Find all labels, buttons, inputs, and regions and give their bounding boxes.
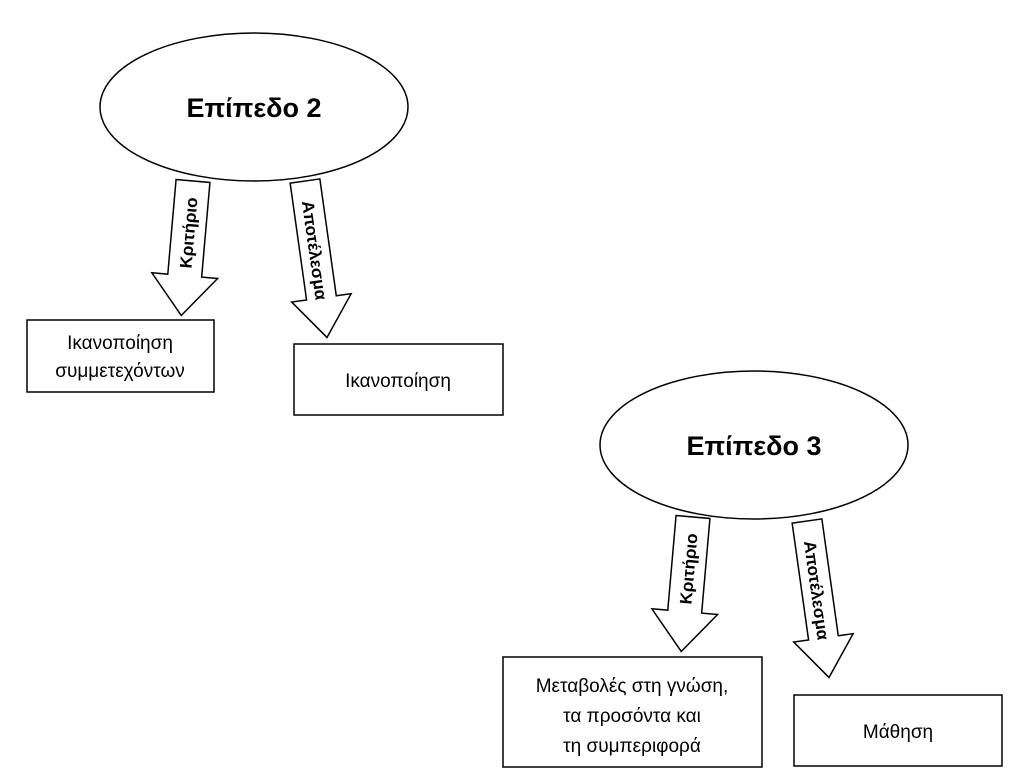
level2-group: Επίπεδο 2 Κριτήριο Αποτέλεσμα Ικανοποίησ…: [26, 32, 504, 416]
level2-criterion-box-line1: Ικανοποίηση: [67, 333, 173, 354]
level3-criterion-box-line1: Μεταβολές στη γνώση,: [536, 676, 729, 697]
level3-oval: [599, 370, 909, 520]
level2-criterion-box-line2: συμμετεχόντων: [55, 361, 185, 382]
level3-title: Επίπεδο 3: [686, 431, 821, 461]
level2-criterion-box: [26, 319, 215, 393]
level3-criterion-arrow-shape: [650, 514, 720, 653]
level3-criterion-box-line3: τη συμπεριφορά: [563, 736, 701, 757]
level2-title: Επίπεδο 2: [186, 93, 321, 123]
level3-result-box-text: Μάθηση: [863, 722, 933, 743]
level2-result-box-text: Ικανοποίηση: [345, 371, 451, 392]
level2-criterion-arrow: Κριτήριο: [150, 178, 220, 317]
level3-result-box: [793, 694, 1003, 767]
level3-criterion-arrow: Κριτήριο: [650, 514, 720, 653]
level3-result-arrow: Αποτέλεσμα: [791, 518, 855, 679]
level3-result-arrow-shape: [791, 518, 855, 679]
level2-oval: [99, 32, 409, 182]
level3-criterion-box-line2: τα προσόντα και: [563, 706, 701, 727]
level2-result-arrow: Αποτέλεσμα: [289, 178, 353, 339]
level3-group: Επίπεδο 3 Κριτήριο Αποτέλεσμα Μεταβολές …: [502, 370, 1003, 768]
level2-result-arrow-shape: [289, 178, 353, 339]
level2-criterion-arrow-shape: [150, 178, 220, 317]
level3-criterion-box: [502, 656, 763, 768]
level2-result-box: [293, 343, 504, 416]
